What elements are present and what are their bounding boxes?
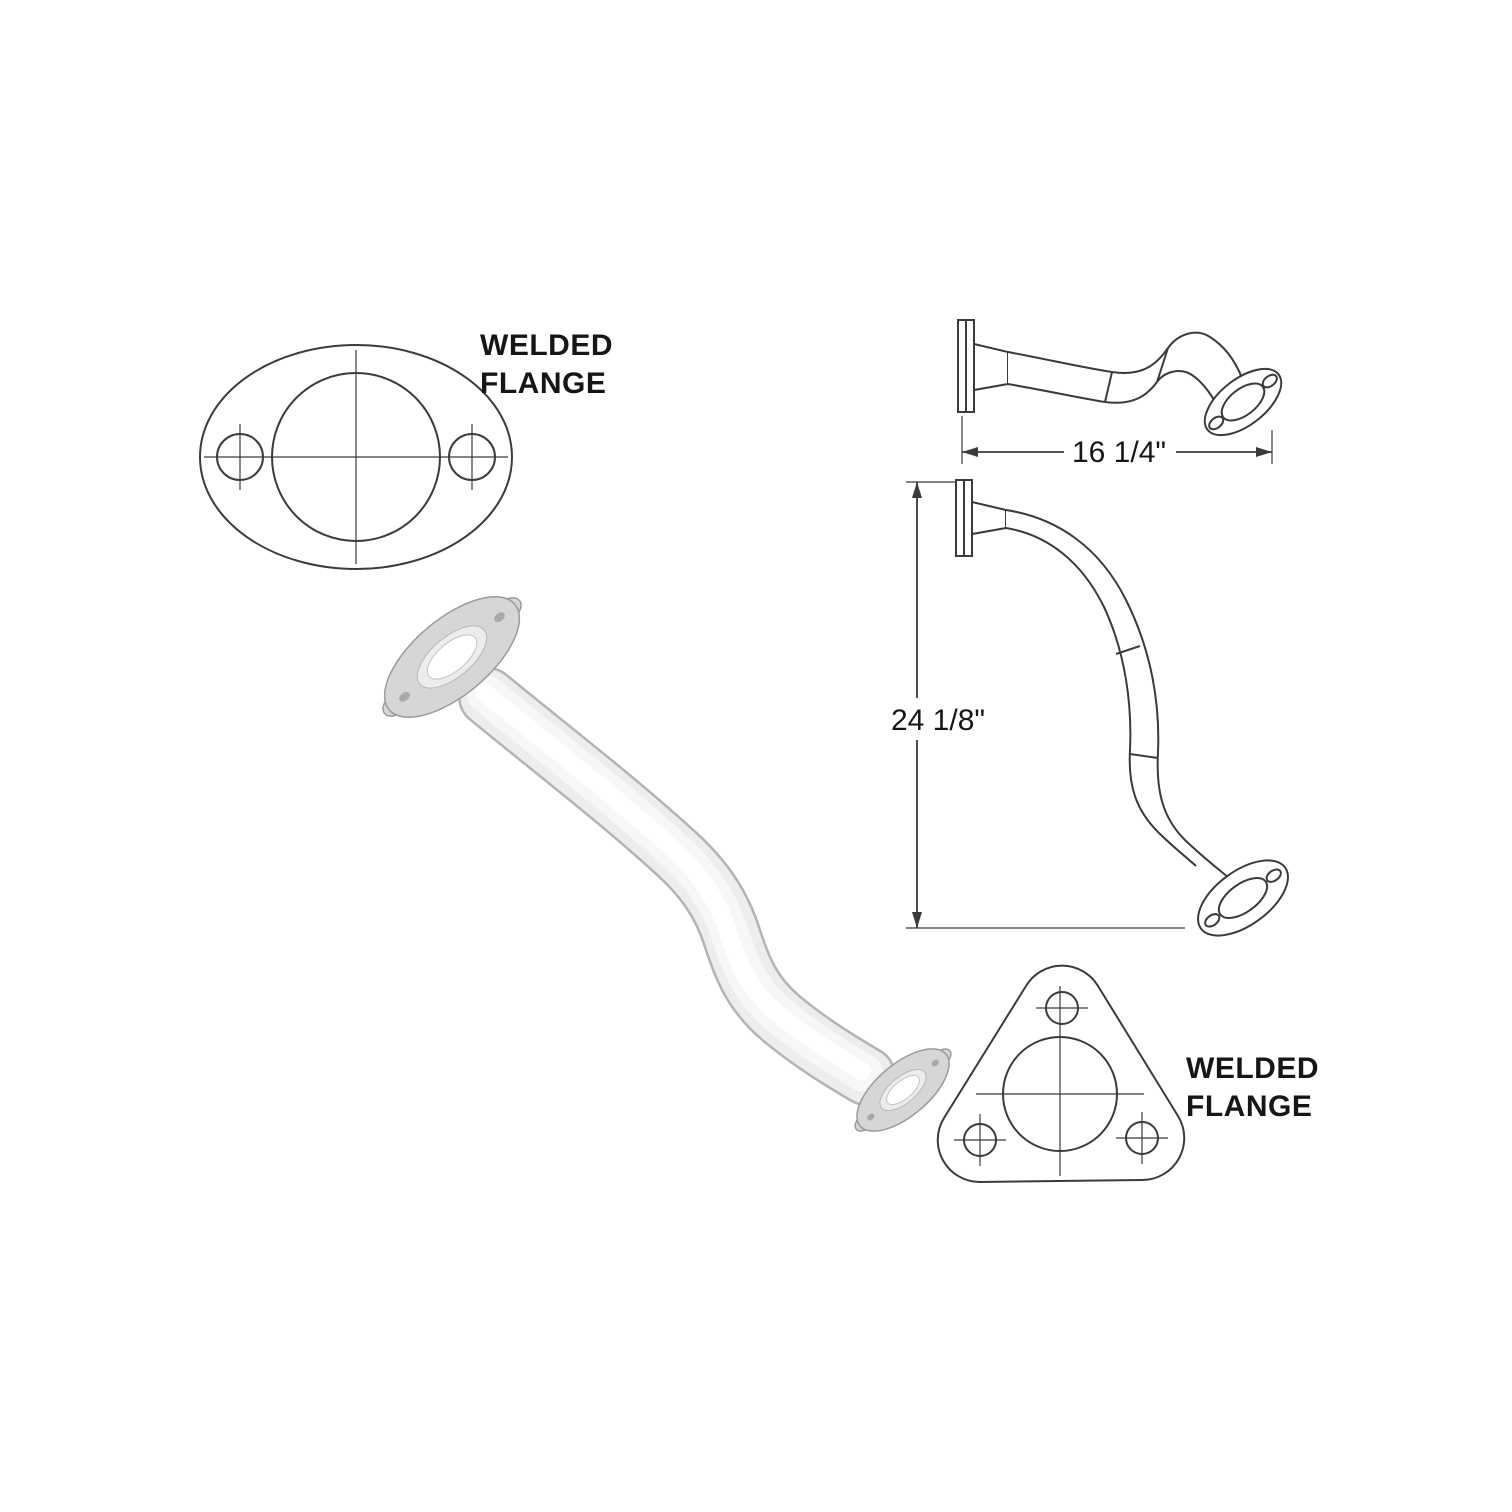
welded-flange-label-top-line1: WELDED <box>480 329 613 362</box>
dimension-width: 16 1/4" <box>961 416 1273 469</box>
flange-bolt-hole <box>867 1113 875 1121</box>
flange-hub-cone <box>973 342 1009 392</box>
arrowhead-down <box>912 912 922 928</box>
dimension-width-text: 16 1/4" <box>1072 436 1166 469</box>
end-flange-outline <box>1197 859 1289 937</box>
flange-view-2bolt <box>199 344 513 570</box>
tube-inner-edge <box>1005 527 1197 867</box>
welded-flange-label-bottom-line2: FLANGE <box>1186 1090 1312 1123</box>
flange-bolt-hole <box>931 1059 939 1067</box>
pipe-3d-flange-bottom <box>854 1048 952 1132</box>
end-flange-bolt-hole <box>1261 373 1278 389</box>
welded-flange-label-top-line2: FLANGE <box>480 367 606 400</box>
flange-view-3bolt <box>936 964 1186 1184</box>
flange-hub-cone <box>971 500 1007 536</box>
pipe-3d <box>382 596 952 1132</box>
tube-fill <box>1006 510 1228 877</box>
flange-3bolt-bore <box>1002 1036 1118 1152</box>
dimension-height-text: 24 1/8" <box>891 704 985 737</box>
welded-flange-label-top: WELDED FLANGE <box>480 329 613 400</box>
arrowhead-left <box>962 447 978 457</box>
side-view-height <box>955 479 1289 937</box>
flange-bolt-hole <box>399 691 410 702</box>
weld-seam <box>1104 371 1113 403</box>
end-flange-bolt-hole <box>1208 415 1225 431</box>
tube-bottom-edge <box>1007 370 1221 413</box>
end-flange-angled <box>1197 859 1289 937</box>
dimension-height: 24 1/8" <box>891 481 1185 929</box>
flange-opening <box>886 1074 920 1106</box>
flange-opening <box>426 634 478 680</box>
weld-seam <box>1129 753 1159 759</box>
flange-2bolt-bore <box>271 372 441 542</box>
weld-seam <box>1156 347 1169 383</box>
end-flange-bore <box>1217 877 1269 919</box>
tube-fill <box>1008 332 1242 412</box>
tube-top-edge <box>1007 331 1243 379</box>
side-view-length <box>957 319 1283 437</box>
tube-outer-edge <box>1005 509 1229 878</box>
weld-seam <box>1115 645 1141 655</box>
flange-bolt-hole <box>494 612 505 623</box>
end-flange-angled <box>1203 367 1283 437</box>
welded-flange-label-bottom: WELDED FLANGE <box>1186 1052 1319 1123</box>
pipe-3d-tube-highlight <box>475 683 871 1080</box>
arrowhead-up <box>912 482 922 498</box>
arrowhead-right <box>1256 447 1272 457</box>
flange-3bolt-outline <box>936 964 1186 1184</box>
end-flange-bolt-hole <box>1204 913 1221 928</box>
pipe-3d-flange-top <box>382 596 522 718</box>
end-flange-bolt-hole <box>1265 868 1282 883</box>
welded-flange-label-bottom-line1: WELDED <box>1186 1052 1319 1085</box>
